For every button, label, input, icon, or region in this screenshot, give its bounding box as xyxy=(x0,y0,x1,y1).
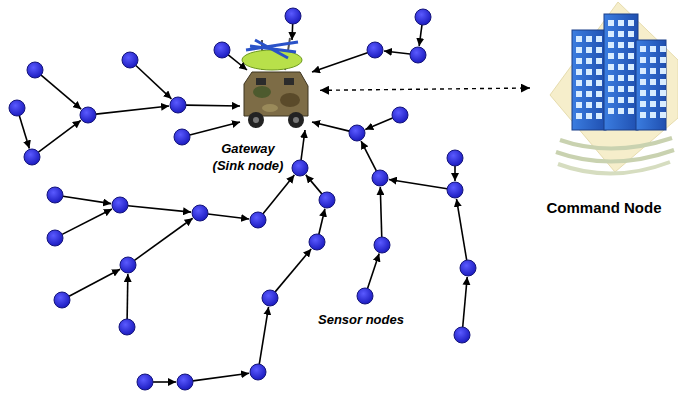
sensor-link xyxy=(190,122,240,135)
sensor-link xyxy=(228,55,247,70)
sensor-link xyxy=(368,254,380,289)
sensor-node xyxy=(27,62,43,78)
sensor-link xyxy=(134,218,192,260)
sensor-link xyxy=(275,249,311,292)
sensor-link xyxy=(319,209,325,234)
sensor-link xyxy=(136,65,172,98)
sensor-node xyxy=(410,47,426,63)
sensor-node xyxy=(174,129,190,145)
sensor-node xyxy=(357,288,373,304)
sensor-link xyxy=(259,307,268,364)
sensor-link xyxy=(419,25,422,46)
sensor-node xyxy=(392,107,408,123)
gateway-vehicle xyxy=(242,38,308,128)
sensor-node xyxy=(214,42,230,58)
sensor-node xyxy=(415,9,431,25)
sensor-link xyxy=(208,214,249,219)
sensor-node xyxy=(285,8,301,24)
node-label: Gateway (Sink node) xyxy=(208,140,288,175)
gateway-node: Gateway (Sink node) xyxy=(200,35,320,175)
sensor-node xyxy=(112,197,128,213)
sensor-node xyxy=(47,187,63,203)
sensor-node xyxy=(177,374,193,390)
sensor-link xyxy=(312,53,367,72)
sensor-link xyxy=(186,104,240,106)
sensor-link xyxy=(153,381,176,383)
sensor-node xyxy=(250,212,266,228)
sensor-link xyxy=(301,130,305,160)
sensor-link xyxy=(63,196,111,203)
sensor-link xyxy=(463,277,467,327)
sensor-link xyxy=(41,75,81,109)
sensor-link xyxy=(291,24,293,40)
sensor-node xyxy=(309,234,325,250)
sensor-node xyxy=(9,100,25,116)
sensor-link xyxy=(19,116,29,149)
sensor-node xyxy=(454,327,470,343)
sensor-node xyxy=(292,160,308,176)
sensor-node xyxy=(367,42,383,58)
sensor-link xyxy=(128,206,191,212)
sensor-node xyxy=(372,170,388,186)
node-label: Command Node xyxy=(546,198,661,218)
sensor-link xyxy=(38,120,80,152)
sensor-node xyxy=(80,107,96,123)
sensor-node xyxy=(170,97,186,113)
sensor-link xyxy=(384,51,410,54)
sensor-node xyxy=(47,230,63,246)
sensor-node xyxy=(192,205,208,221)
sensor-link xyxy=(69,269,120,296)
sensor-node xyxy=(349,125,365,141)
sensor-link xyxy=(193,373,249,381)
sensor-node xyxy=(119,319,135,335)
sensor-link xyxy=(380,187,381,237)
sensor-link xyxy=(456,199,466,260)
sensor-node xyxy=(447,182,463,198)
sensor-node xyxy=(250,364,266,380)
sensor-link xyxy=(126,274,128,319)
sensor-link xyxy=(312,122,349,131)
sensor-node xyxy=(54,292,70,308)
sensor-node xyxy=(319,192,335,208)
command-node: Command Node xyxy=(530,0,678,218)
sensor-node xyxy=(460,260,476,276)
sensor-node xyxy=(120,257,136,273)
sensor-link xyxy=(389,179,447,188)
sensor-link xyxy=(454,166,456,181)
command-building xyxy=(550,2,678,174)
sensor-link xyxy=(365,118,392,129)
sensor-node xyxy=(262,290,278,306)
sensor-node xyxy=(24,149,40,165)
sensor-node xyxy=(122,52,138,68)
sensor-node xyxy=(374,237,390,253)
sensor-link xyxy=(306,175,322,194)
region-label: Sensor nodes xyxy=(318,312,404,327)
sensor-node xyxy=(137,374,153,390)
sensor-link xyxy=(62,209,112,234)
sensor-link xyxy=(263,175,294,214)
sensor-link xyxy=(96,106,169,114)
sensor-node xyxy=(447,150,463,166)
wireless-link xyxy=(320,88,530,90)
sensor-link xyxy=(361,141,376,171)
